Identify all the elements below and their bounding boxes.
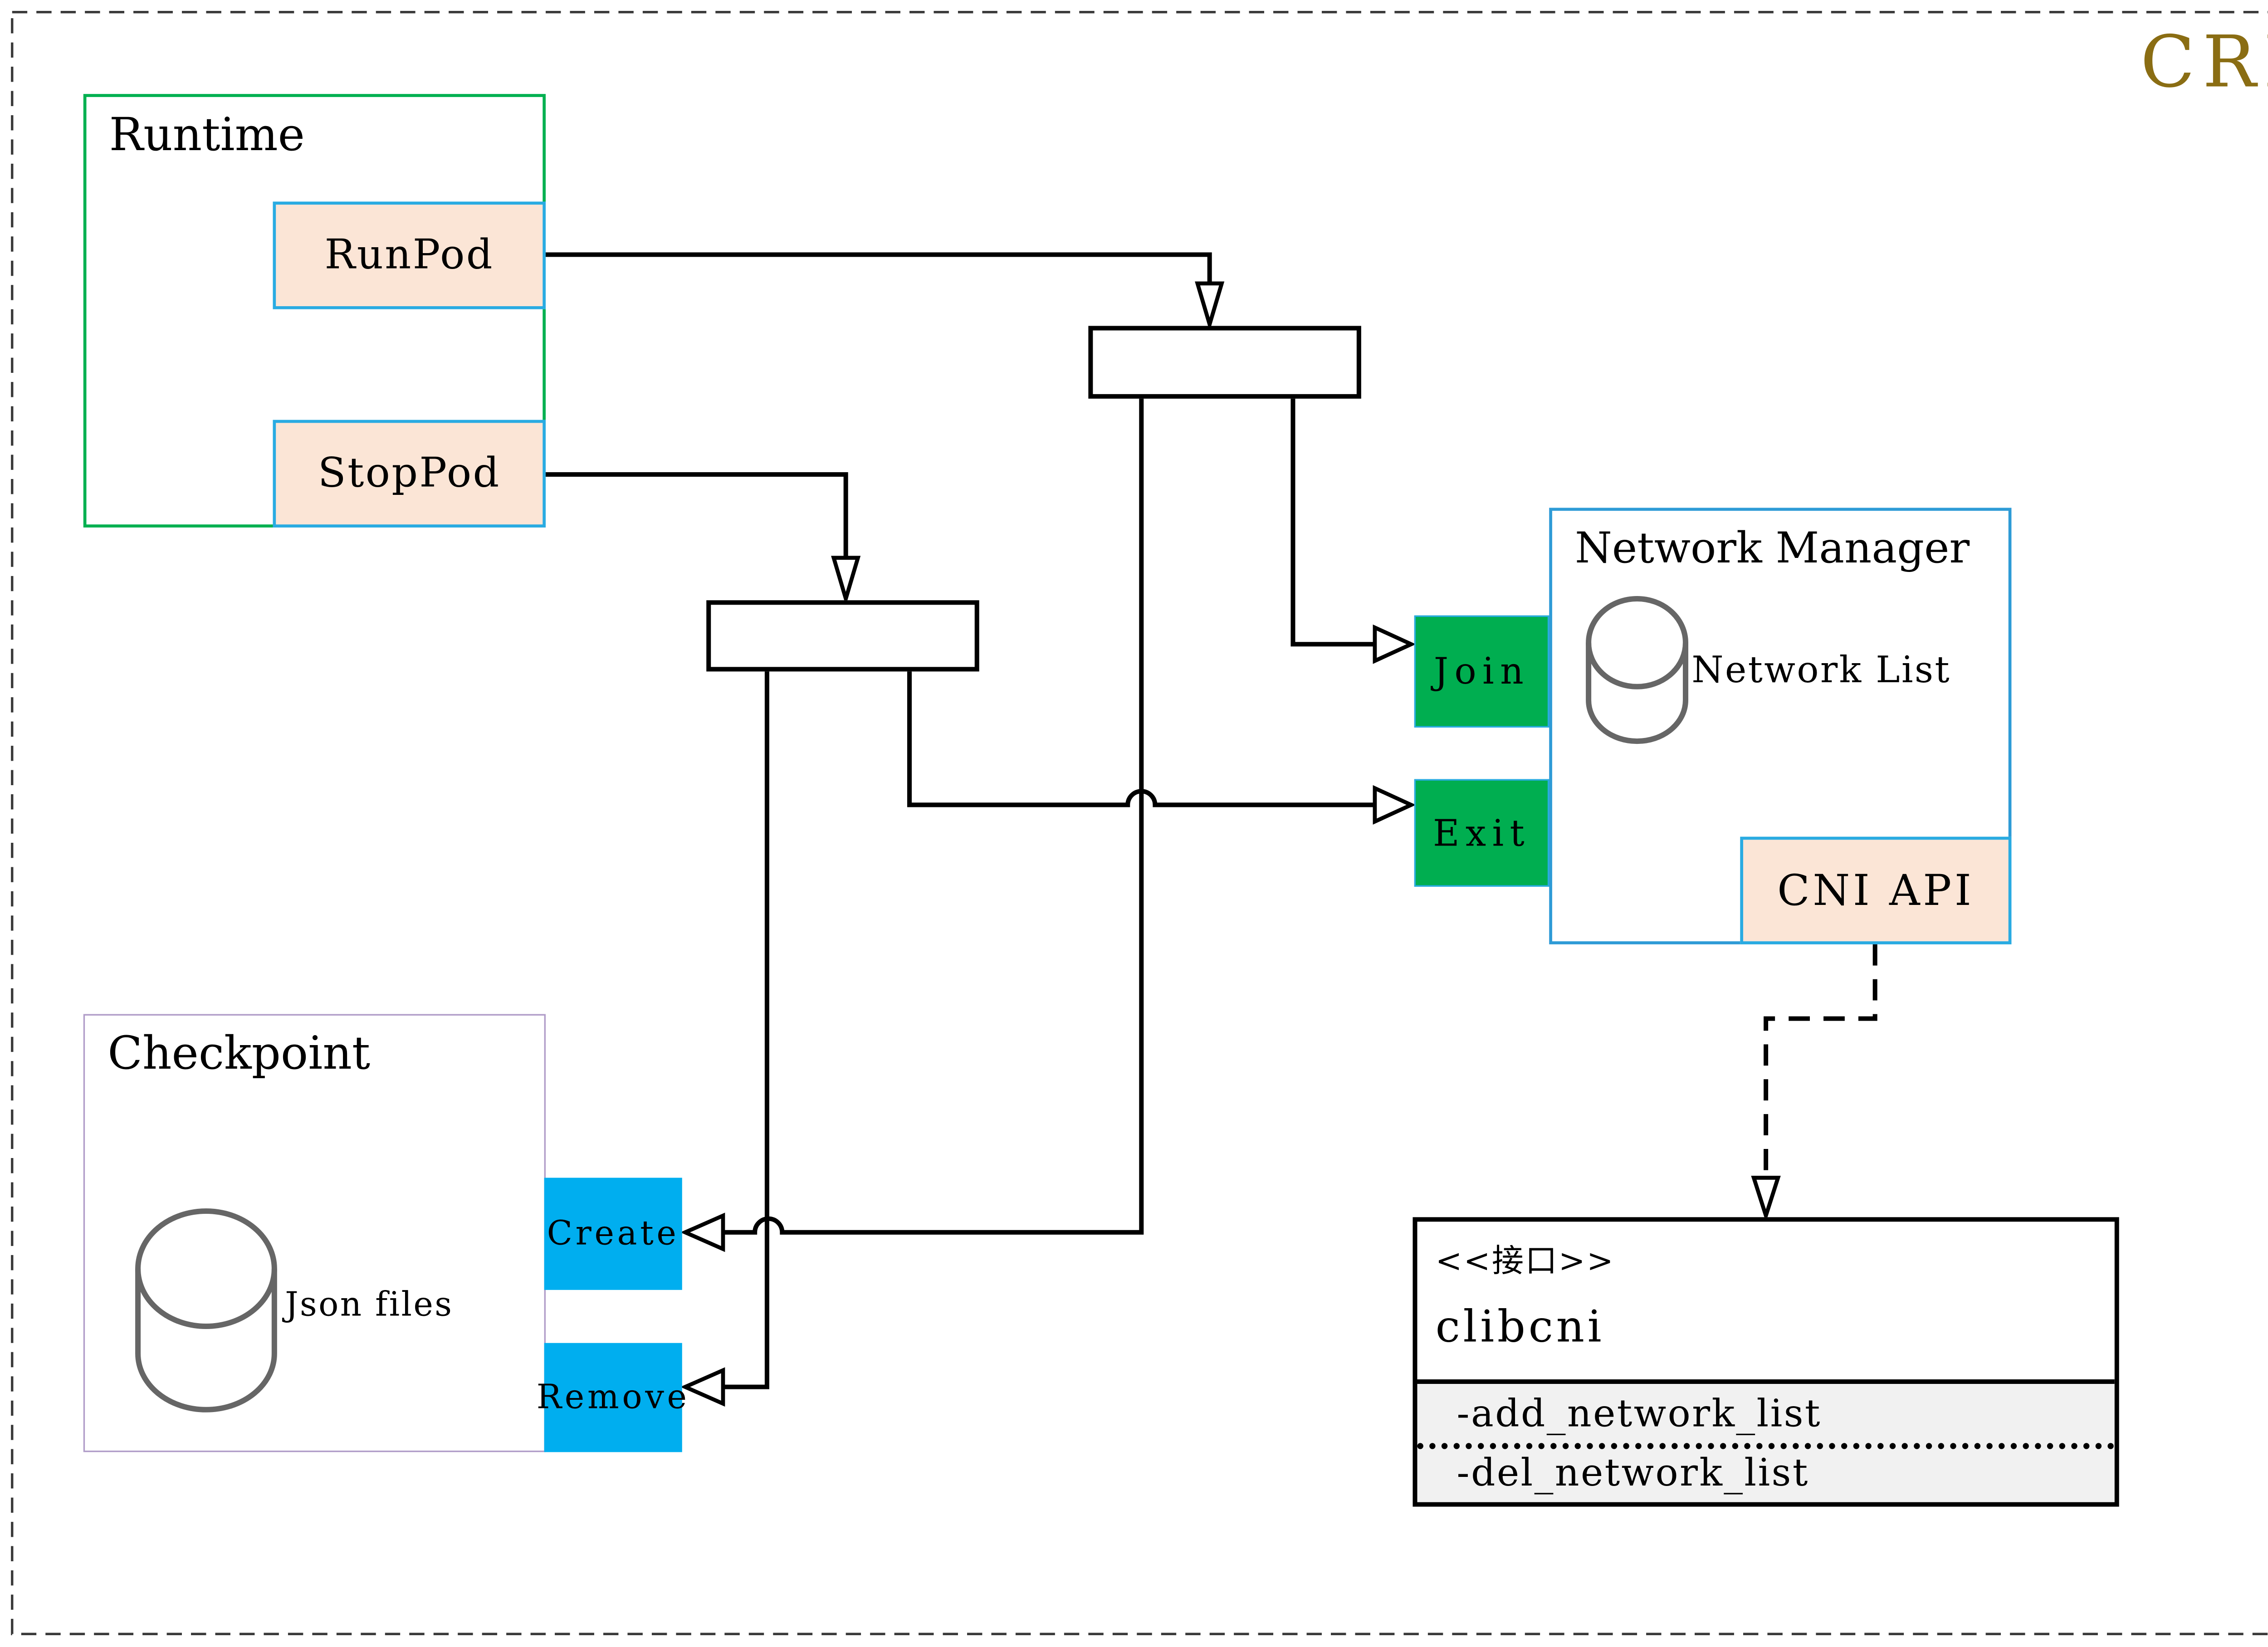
clibcni-header: <<接口>> clibcni [1417, 1222, 2115, 1379]
network-manager-label: Network Manager [1575, 523, 1970, 573]
cni-api-node: CNI API [1740, 836, 2012, 944]
triangle-arrowhead-exit [1373, 785, 1416, 825]
exit-node: Exit [1414, 779, 1549, 887]
create-label: Create [547, 1215, 679, 1253]
join-label: Join [1433, 650, 1530, 693]
join-node: Join [1414, 615, 1549, 728]
sync-bar-2 [706, 600, 979, 672]
clibcni-interface-box: <<接口>> clibcni -add_network_list -del_ne… [1413, 1217, 2119, 1507]
sync-bar-1 [1088, 326, 1361, 399]
triangle-arrowhead-remove [680, 1367, 725, 1407]
diagram-title: CRI [2140, 21, 2268, 105]
edge-syncbar1-to-join [1290, 398, 1375, 647]
open-v-arrowhead-syncbar2 [831, 556, 861, 606]
clibcni-method-divider [1417, 1443, 2115, 1449]
edge-stoppod-to-syncbar2 [546, 472, 848, 558]
exit-label: Exit [1432, 811, 1531, 855]
json-files-label: Json files [285, 1287, 454, 1325]
runtime-label: Runtime [109, 109, 305, 162]
open-v-arrowhead-syncbar1 [1195, 281, 1225, 332]
remove-node: Remove [537, 1343, 687, 1452]
remove-label: Remove [536, 1378, 690, 1417]
checkpoint-label: Checkpoint [108, 1027, 371, 1081]
clibcni-methods-section: -add_network_list -del_network_list [1417, 1379, 2115, 1502]
stoppod-node: StopPod [273, 420, 546, 528]
clibcni-method-add: -add_network_list [1457, 1391, 1822, 1436]
clibcni-method-del: -del_network_list [1457, 1451, 1809, 1495]
open-v-arrowhead-clibcni [1751, 1176, 1781, 1222]
cni-api-label: CNI API [1777, 865, 1975, 916]
edge-syncbar2-to-remove [723, 671, 769, 1389]
network-list-label: Network List [1691, 649, 1951, 691]
clibcni-name: clibcni [1435, 1300, 1605, 1352]
outer-dashed-border [11, 11, 2268, 1636]
database-cylinder-icon-json-files [135, 1208, 277, 1412]
runpod-node: RunPod [273, 201, 546, 309]
triangle-arrowhead-create [680, 1212, 725, 1252]
create-node: Create [544, 1178, 682, 1290]
stoppod-label: StopPod [318, 450, 501, 498]
edge-syncbar1-to-create [723, 398, 1144, 1235]
clibcni-stereotype: <<接口>> [1435, 1243, 1615, 1280]
edge-runpod-to-syncbar1 [546, 252, 1212, 283]
triangle-arrowhead-join [1373, 624, 1416, 664]
checkpoint-box: Checkpoint [83, 1014, 546, 1452]
runpod-label: RunPod [324, 232, 494, 279]
database-cylinder-icon-network-list [1586, 596, 1688, 744]
edge-cniapi-to-clibcni [1764, 944, 1877, 1178]
